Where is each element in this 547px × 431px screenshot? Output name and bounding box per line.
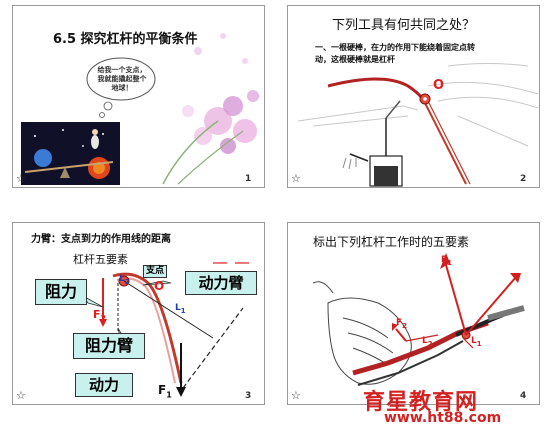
l2-label: L2 [119, 274, 130, 286]
l1-label: L1 [175, 303, 186, 315]
slide-1-title: 6.5 探究杠杆的平衡条件 [53, 32, 198, 47]
flower-decoration [162, 33, 259, 185]
pivot-label: O [433, 78, 445, 93]
slide-3-title: 力臂：支点到力的作用线的距离 [31, 234, 171, 245]
tool-sketches [297, 63, 539, 147]
star-icon: ☆ [16, 172, 26, 185]
watermark-logo: 育星教育网 [363, 390, 479, 415]
resistance-callout: 阻力 [35, 279, 87, 305]
watermark-url: www.ht88.com [384, 410, 502, 426]
pivot-callout: 支点 [143, 265, 168, 278]
thought-bubble [86, 57, 156, 118]
slide-2-art [297, 63, 539, 187]
slide-3-subtitle: 杠杆五要素 [73, 253, 128, 266]
l2-label: L2 [422, 336, 433, 348]
slide-2-title: 下列工具有何共同之处？ [332, 18, 476, 33]
lever-rod [327, 77, 471, 186]
f2-label: F2 [396, 318, 408, 330]
star-icon: ☆ [16, 389, 26, 402]
f1-label: F1 [158, 383, 172, 400]
pliers-illustration [352, 305, 525, 386]
archimedes-lever-image [21, 122, 120, 185]
slide-3-diagram [82, 262, 249, 397]
slide-number: 1 [245, 174, 252, 184]
slide-1-art [13, 6, 264, 187]
slide-4-title: 标出下列杠杆工作时的五要素 [313, 235, 470, 249]
resistance-arm-callout: 阻力臂 [73, 333, 145, 359]
star-icon: ☆ [291, 172, 301, 185]
f1-label: F1 [441, 255, 453, 267]
pump-illustration [342, 100, 403, 187]
slide-4-diagram [312, 253, 525, 386]
slide-2[interactable]: 下列工具有何共同之处？ 一、一根硬棒，在力的作用下能绕着固定点转动，这根硬棒就是… [287, 5, 540, 188]
effort-callout: 动力 [75, 373, 133, 397]
slide-4[interactable]: 标出下列杠杆工作时的五要素 F1 F2 L2 L1 ☆ 4 [287, 222, 540, 405]
slide-1[interactable]: 6.5 探究杠杆的平衡条件 给我一个支点，我就能撬起整个地球！ ☆ 1 [12, 5, 265, 188]
slide-3[interactable]: 力臂：支点到力的作用线的距离 杠杆五要素 支点 O 动力臂 阻力 阻力臂 动力 … [12, 222, 265, 405]
slide-number: 4 [520, 391, 527, 401]
l1-label: L1 [471, 336, 482, 348]
effort-line [182, 307, 244, 389]
bubble-text: 给我一个支点，我就能撬起整个地球！ [97, 66, 147, 92]
effort-arm-line [123, 280, 214, 339]
effort-arm-callout: 动力臂 [185, 271, 257, 295]
lever-definition: 一、一根硬棒，在力的作用下能绕着固定点转动，这根硬棒就是杠杆 [315, 43, 475, 64]
pivot-o-label: O [154, 279, 165, 293]
slide-number: 3 [245, 391, 252, 401]
f2-label: F2 [93, 308, 107, 324]
star-icon: ☆ [291, 389, 301, 402]
slide-number: 2 [520, 174, 527, 184]
